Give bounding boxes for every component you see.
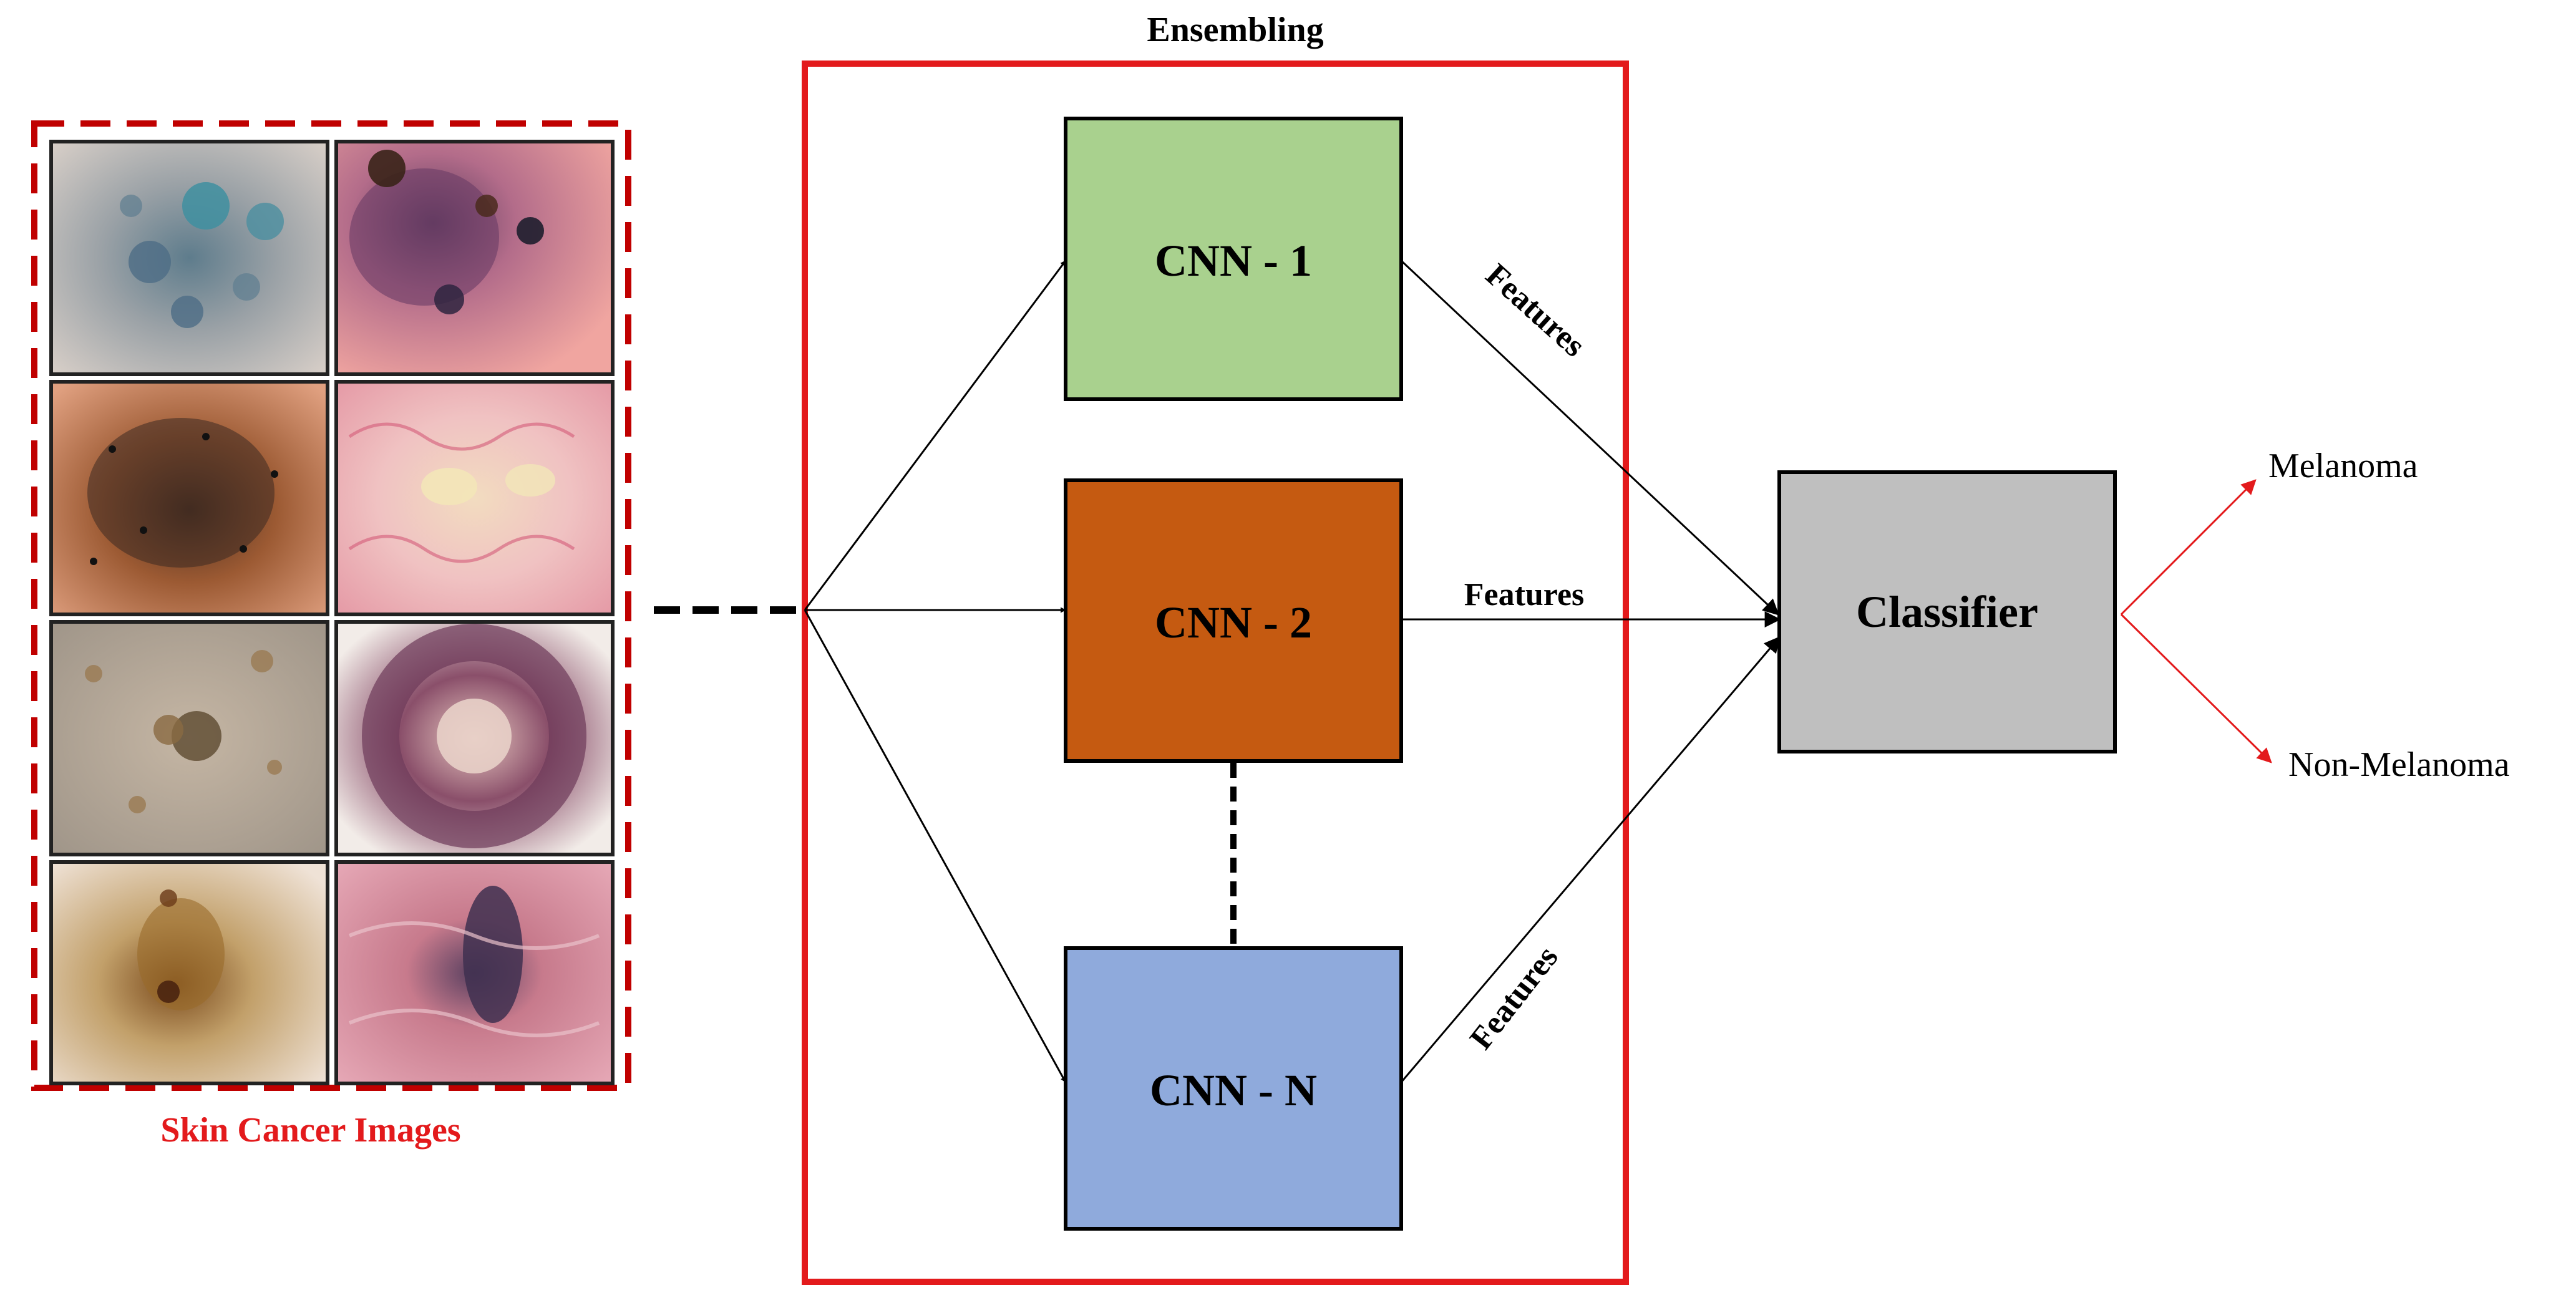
classifier-box: Classifier bbox=[1777, 470, 2117, 753]
image-tile-5 bbox=[49, 620, 329, 856]
features-label-2: Features bbox=[1464, 577, 1585, 613]
image-tile-3 bbox=[49, 380, 329, 616]
image-tile-6 bbox=[334, 620, 615, 856]
image-tile-4 bbox=[334, 380, 615, 616]
image-tile-2 bbox=[334, 140, 615, 376]
cnn-n-box: CNN - N bbox=[1064, 946, 1403, 1231]
arrow-to-cnn-n bbox=[804, 609, 1067, 1083]
features-arrow-n bbox=[1400, 636, 1781, 1083]
image-tile-1 bbox=[49, 140, 329, 376]
images-panel-dashed-border bbox=[31, 120, 631, 1091]
cnn-2-label: CNN - 2 bbox=[1155, 598, 1312, 647]
image-tile-8 bbox=[334, 860, 615, 1085]
cnn-1-label: CNN - 1 bbox=[1155, 236, 1312, 286]
image-tile-7 bbox=[49, 860, 329, 1085]
cnn-2-box: CNN - 2 bbox=[1064, 478, 1403, 763]
output-arrow-melanoma bbox=[2120, 479, 2257, 616]
cnn-n-label: CNN - N bbox=[1150, 1065, 1317, 1115]
features-arrow-1 bbox=[1400, 259, 1779, 616]
skin-cancer-images-panel: Skin Cancer Images bbox=[31, 120, 631, 1150]
output-non-melanoma: Non-Melanoma bbox=[2288, 745, 2510, 784]
output-melanoma: Melanoma bbox=[2268, 447, 2418, 485]
cnn-1-box: CNN - 1 bbox=[1064, 117, 1403, 401]
features-label-1: Features bbox=[1479, 257, 1592, 364]
arrow-to-cnn-1 bbox=[804, 260, 1067, 611]
images-caption: Skin Cancer Images bbox=[160, 1111, 460, 1150]
output-arrow-non-melanoma bbox=[2120, 613, 2272, 763]
classifier-label: Classifier bbox=[1856, 587, 2038, 637]
ensemble-frame bbox=[802, 61, 1629, 1285]
ensembling-title: Ensembling bbox=[1147, 11, 1323, 49]
features-label-n: Features bbox=[1463, 939, 1565, 1056]
